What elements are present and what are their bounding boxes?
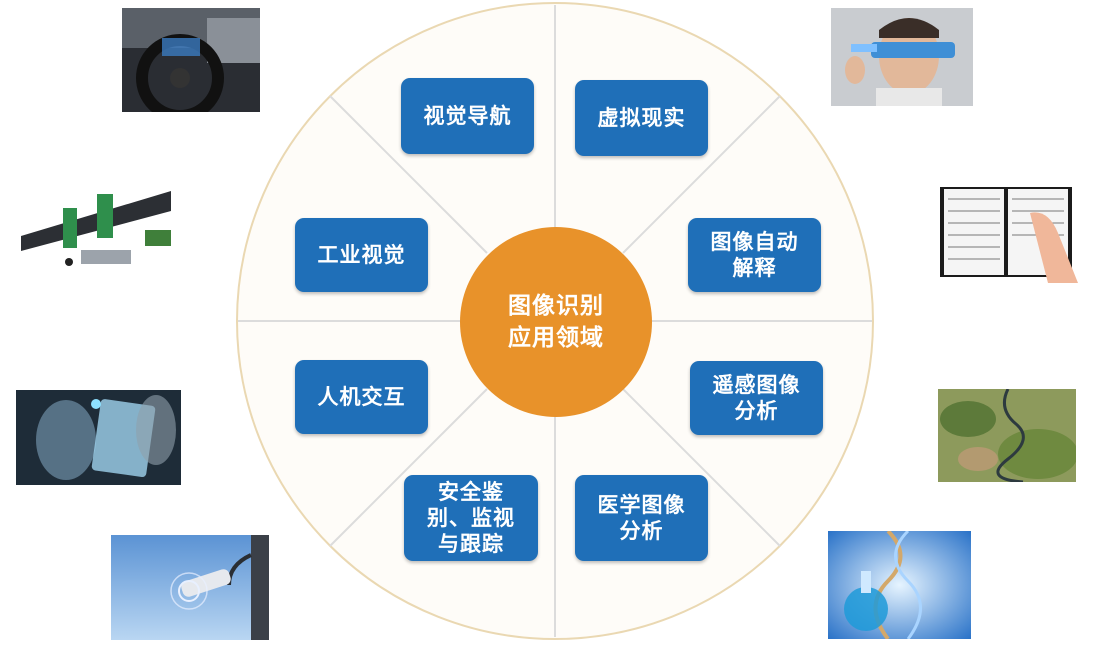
divider-diagonal-br (622, 388, 781, 547)
label-remote-sensing-analysis: 遥感图像 分析 (712, 373, 801, 423)
label-virtual-reality: 虚拟现实 (597, 106, 686, 130)
label-visual-navigation: 视觉导航 (423, 104, 512, 128)
box-remote-sensing-analysis: 遥感图像 分析 (690, 361, 823, 435)
box-image-auto-interpretation: 图像自动 解释 (688, 218, 821, 292)
satellite-map-photo-icon (938, 389, 1076, 482)
label-image-auto-interpretation: 图像自动 解释 (710, 230, 799, 280)
box-industrial-vision: 工业视觉 (295, 218, 428, 292)
divider-diagonal-bl (329, 388, 488, 547)
box-security-monitoring: 安全鉴 别、监视 与跟踪 (404, 475, 538, 561)
industrial-robot-photo-icon (21, 186, 171, 282)
center-circle: 图像识别 应用领域 (460, 227, 652, 417)
box-visual-navigation: 视觉导航 (401, 78, 534, 154)
car-dashboard-photo-icon (122, 8, 260, 112)
label-medical-image-analysis: 医学图像 分析 (597, 493, 686, 543)
label-industrial-vision: 工业视觉 (317, 243, 406, 267)
divider-diagonal-tr (622, 95, 781, 254)
label-human-computer-interaction: 人机交互 (317, 385, 406, 409)
sector-dividers (238, 5, 872, 637)
dna-flask-photo-icon (828, 531, 971, 639)
hci-screen-photo-icon (16, 390, 181, 485)
vr-glasses-photo-icon (831, 8, 973, 106)
divider-diagonal-tl (329, 95, 488, 254)
label-security-monitoring: 安全鉴 别、监视 与跟踪 (427, 480, 515, 556)
box-virtual-reality: 虚拟现实 (575, 80, 708, 156)
box-medical-image-analysis: 医学图像 分析 (575, 475, 708, 561)
security-camera-photo-icon (111, 535, 269, 640)
center-label: 图像识别 应用领域 (508, 293, 604, 351)
sheet-music-photo-icon (938, 183, 1078, 283)
box-human-computer-interaction: 人机交互 (295, 360, 428, 434)
